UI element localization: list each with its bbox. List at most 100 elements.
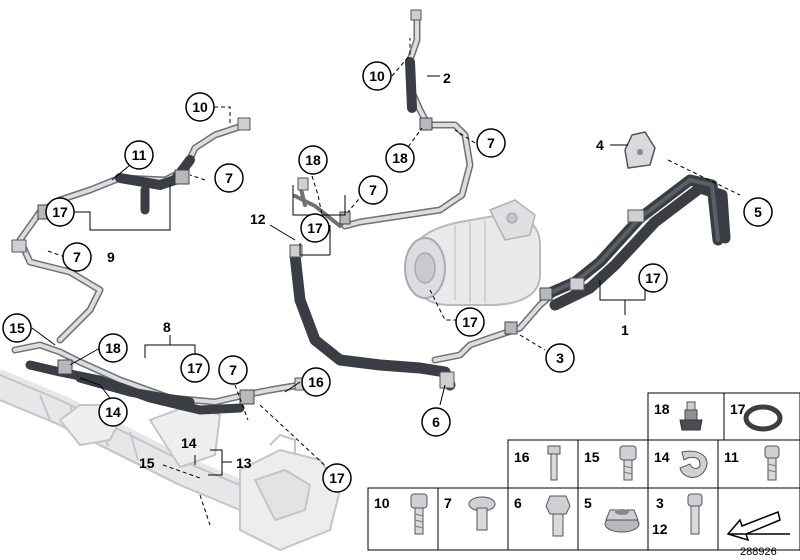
callout-number: 10 <box>369 68 385 84</box>
callout-circle <box>362 61 392 91</box>
callout-number: 10 <box>192 99 208 115</box>
socket-bolt-3-12-icon <box>687 493 703 535</box>
callout-number: 7 <box>229 362 237 378</box>
callout-circle <box>98 333 128 363</box>
callout-circle <box>298 145 328 175</box>
legend-label: 17 <box>730 401 746 417</box>
hose-middle <box>289 244 559 391</box>
callout-number: 6 <box>432 414 440 430</box>
o-ring-icon <box>743 404 783 432</box>
callout-number: 5 <box>754 204 762 220</box>
callout-number: 17 <box>329 470 345 486</box>
callout-circle <box>455 307 485 337</box>
legend-label: 3 <box>656 495 664 511</box>
callout-circle <box>180 353 210 383</box>
callout-17: 17 <box>322 463 352 493</box>
callout-number: 18 <box>305 152 321 168</box>
callout-circle <box>301 367 331 397</box>
callout-number: 17 <box>462 314 478 330</box>
socket-bolt-10-icon <box>410 493 428 535</box>
part-label-2: 2 <box>443 70 451 86</box>
legend-label: 14 <box>654 449 670 465</box>
return-line-lower <box>11 341 308 415</box>
callout-17: 17 <box>638 263 668 293</box>
callout-number: 18 <box>392 150 408 166</box>
callout-number: 11 <box>132 147 147 163</box>
callout-circle <box>421 407 451 437</box>
callout-number: 17 <box>307 220 323 236</box>
part-label-13: 13 <box>236 455 252 471</box>
socket-bolt-11-icon <box>764 445 780 481</box>
callout-number: 16 <box>308 374 324 390</box>
callout-number: 15 <box>9 320 25 336</box>
callout-number: 17 <box>52 204 68 220</box>
legend-label: 15 <box>584 449 600 465</box>
callout-7: 7 <box>358 175 388 205</box>
legend-label: 11 <box>724 449 739 465</box>
legend-label: 7 <box>444 495 452 511</box>
hex-bolt-6-icon <box>545 495 571 537</box>
callout-11: 11 <box>124 140 154 170</box>
clip-14-icon <box>679 450 708 478</box>
callout-7: 7 <box>218 355 248 385</box>
callout-number: 3 <box>556 350 564 366</box>
callout-circles: 10 2 18 7 10 11 7 17 7 18 7 17 5 17 17 3 15 18 17 14 7 16 6 17 <box>2 61 773 493</box>
callout-circle <box>185 92 215 122</box>
torx-bolt-7-icon <box>468 496 496 531</box>
callout-7: 7 <box>62 242 92 272</box>
callout-number: 18 <box>105 340 121 356</box>
callout-circle <box>385 143 415 173</box>
bracket-part-4 <box>624 131 656 169</box>
part-label-15: 15 <box>139 455 155 471</box>
callout-15: 15 <box>2 313 32 343</box>
callout-17: 17 <box>45 197 75 227</box>
part-label-4: 4 <box>596 137 604 153</box>
legend-label: 18 <box>654 401 670 417</box>
plain-part-labels: 4 9 12 18 14 13 15 <box>107 137 629 471</box>
callout-circle <box>214 163 244 193</box>
legend-label: 5 <box>584 495 592 511</box>
part-label-8: 8 <box>163 319 171 335</box>
callout-circle <box>322 463 352 493</box>
callout-17: 17 <box>455 307 485 337</box>
document-number: 288926 <box>740 546 777 558</box>
callout-18: 18 <box>385 143 415 173</box>
fastener-legend: 18 17 16 15 14 11 10 7 6 5 3 12 <box>367 392 800 551</box>
cooler-lines-right <box>539 174 731 311</box>
callout-circle <box>45 197 75 227</box>
callout-circle <box>218 355 248 385</box>
callout-number: 14 <box>105 404 121 420</box>
callout-6: 6 <box>421 407 451 437</box>
callout-18: 18 <box>98 333 128 363</box>
legend-label: 16 <box>514 449 530 465</box>
pressure-line-top <box>293 9 474 230</box>
callout-5: 5 <box>743 197 773 227</box>
part-label-14: 14 <box>181 435 197 451</box>
legend-label: 12 <box>652 521 668 537</box>
callout-circle <box>300 213 330 243</box>
callout-16: 16 <box>301 367 331 397</box>
callout-17: 17 <box>300 213 330 243</box>
callout-circle <box>476 128 506 158</box>
socket-bolt-15-icon <box>619 445 637 481</box>
callout-number: 7 <box>487 135 495 151</box>
arrow-symbol-icon <box>726 510 790 542</box>
callout-7: 7 <box>214 163 244 193</box>
callout-circle <box>743 197 773 227</box>
part-label-12: 12 <box>250 211 266 227</box>
callout-18: 18 <box>298 145 328 175</box>
callout-14: 14 <box>98 397 128 427</box>
part-label-9: 9 <box>107 249 115 265</box>
callout-10: 10 <box>362 61 392 91</box>
legend-label: 10 <box>374 495 390 511</box>
callout-number: 17 <box>187 360 203 376</box>
callout-number: 7 <box>73 249 81 265</box>
callout-circle <box>638 263 668 293</box>
callout-3: 3 <box>545 343 575 373</box>
callout-number: 7 <box>369 182 377 198</box>
callout-circle <box>358 175 388 205</box>
flange-nut-5-icon <box>604 509 640 533</box>
bolt-16-icon <box>547 445 561 481</box>
callout-number: 17 <box>645 270 661 286</box>
